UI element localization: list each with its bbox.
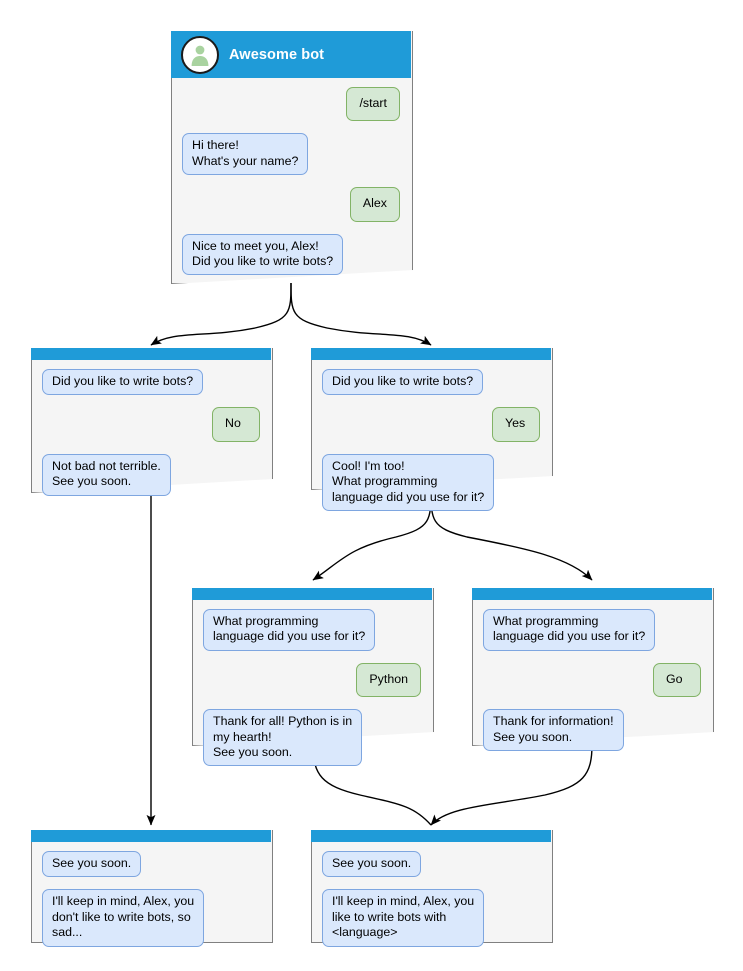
- bot-bubble: Hi there! What's your name?: [182, 133, 309, 176]
- card-header-start: Awesome bot: [171, 31, 411, 78]
- message-row: Did you like to write bots?: [42, 369, 260, 396]
- bot-bubble: See you soon.: [42, 851, 142, 878]
- card-body-end-sad: See you soon. I'll keep in mind, Alex, y…: [31, 842, 271, 956]
- message-row: I'll keep in mind, Alex, you don't like …: [42, 889, 260, 947]
- card-python-branch[interactable]: What programming language did you use fo…: [192, 588, 432, 767]
- bot-bubble: Cool! I'm too! What programming language…: [322, 453, 495, 512]
- card-body-yes-branch: Did you like to write bots? Yes Cool! I'…: [311, 360, 551, 520]
- message-row: Alex: [182, 187, 400, 222]
- message-row: I'll keep in mind, Alex, you like to wri…: [322, 889, 540, 947]
- message-row: Go: [483, 662, 701, 698]
- card-end-sad[interactable]: See you soon. I'll keep in mind, Alex, y…: [31, 830, 273, 947]
- message-row: Hi there! What's your name?: [182, 133, 400, 176]
- card-header-end-sad: [31, 830, 271, 842]
- user-bubble[interactable]: No: [212, 407, 260, 442]
- user-bubble[interactable]: Go: [653, 662, 701, 698]
- bot-bubble: What programming language did you use fo…: [483, 609, 656, 651]
- user-bubble[interactable]: Alex: [349, 187, 400, 222]
- message-row: Nice to meet you, Alex! Did you like to …: [182, 233, 400, 276]
- card-start[interactable]: Awesome bot /start Hi there! What's your…: [171, 31, 411, 283]
- message-row: Python: [203, 662, 421, 698]
- bot-bubble: Nice to meet you, Alex! Did you like to …: [182, 233, 344, 276]
- bot-bubble: See you soon.: [322, 851, 422, 878]
- card-header-python-branch: [192, 588, 432, 600]
- user-bubble[interactable]: /start: [346, 87, 400, 122]
- card-body-start: /start Hi there! What's your name? Alex …: [171, 78, 411, 284]
- person-avatar-icon: [181, 35, 219, 74]
- bot-bubble: Thank for all! Python is in my hearth! S…: [203, 709, 363, 767]
- bot-bubble: I'll keep in mind, Alex, you don't like …: [42, 889, 205, 947]
- message-row: What programming language did you use fo…: [203, 609, 421, 651]
- message-row: Did you like to write bots?: [322, 369, 540, 396]
- card-header-yes-branch: [311, 348, 551, 360]
- card-yes-branch[interactable]: Did you like to write bots? Yes Cool! I'…: [311, 348, 551, 512]
- card-no-branch[interactable]: Did you like to write bots? No Not bad n…: [31, 348, 271, 496]
- message-row: Yes: [322, 407, 540, 442]
- card-body-no-branch: Did you like to write bots? No Not bad n…: [31, 360, 271, 505]
- card-header-end-happy: [311, 830, 551, 842]
- message-row: Thank for all! Python is in my hearth! S…: [203, 709, 421, 767]
- bot-bubble: What programming language did you use fo…: [203, 609, 376, 651]
- edge-start-to-no: [150, 282, 292, 346]
- message-row: Cool! I'm too! What programming language…: [322, 453, 540, 512]
- card-header-go-branch: [472, 588, 712, 600]
- bot-title: Awesome bot: [229, 46, 325, 63]
- bot-bubble: I'll keep in mind, Alex, you like to wri…: [322, 889, 485, 947]
- message-row: Thank for information! See you soon.: [483, 709, 701, 752]
- card-end-happy[interactable]: See you soon. I'll keep in mind, Alex, y…: [311, 830, 553, 947]
- card-body-python-branch: What programming language did you use fo…: [192, 600, 432, 775]
- card-body-end-happy: See you soon. I'll keep in mind, Alex, y…: [311, 842, 551, 956]
- bot-bubble: Thank for information! See you soon.: [483, 709, 624, 752]
- user-bubble[interactable]: Yes: [492, 407, 540, 442]
- message-row: What programming language did you use fo…: [483, 609, 701, 651]
- bot-bubble: Did you like to write bots?: [42, 369, 204, 396]
- edge-start-to-yes: [290, 282, 432, 346]
- message-row: See you soon.: [322, 851, 540, 878]
- message-row: Not bad not terrible. See you soon.: [42, 453, 260, 496]
- message-row: /start: [182, 87, 400, 122]
- bot-bubble: Did you like to write bots?: [322, 369, 484, 396]
- user-bubble[interactable]: Python: [356, 662, 421, 698]
- card-go-branch[interactable]: What programming language did you use fo…: [472, 588, 712, 752]
- card-body-go-branch: What programming language did you use fo…: [472, 600, 712, 760]
- card-header-no-branch: [31, 348, 271, 360]
- message-row: No: [42, 407, 260, 442]
- bot-bubble: Not bad not terrible. See you soon.: [42, 453, 171, 496]
- message-row: See you soon.: [42, 851, 260, 878]
